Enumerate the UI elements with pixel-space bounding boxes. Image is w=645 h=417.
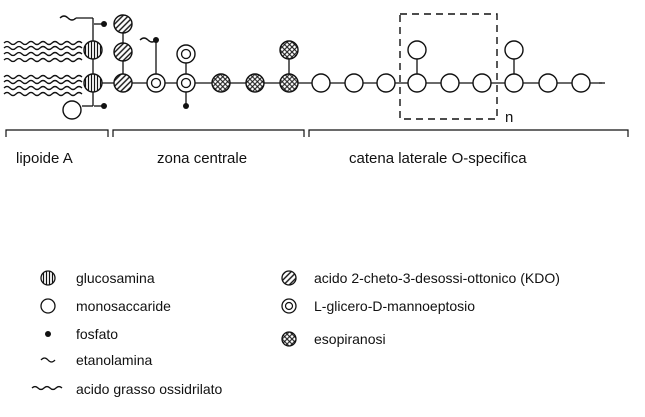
monosaccharide-residue bbox=[62, 100, 82, 120]
kdo-residue bbox=[113, 14, 133, 34]
monosaccharide-residue bbox=[344, 73, 364, 93]
section-label-core: zona centrale bbox=[157, 150, 247, 167]
hexose-residue bbox=[279, 73, 299, 93]
legend-monosaccharide-icon bbox=[40, 298, 56, 314]
legend-fatty-acid-icon bbox=[31, 385, 63, 391]
core-bracket bbox=[112, 129, 305, 137]
legend-heptose-icon bbox=[281, 298, 297, 314]
monosaccharide-residue bbox=[472, 73, 492, 93]
monosaccharide-residue bbox=[407, 73, 427, 93]
legend-ethanolamine-label: etanolamina bbox=[76, 352, 152, 368]
fatty-acid-chains bbox=[3, 15, 94, 107]
legend-glucosamine-icon bbox=[40, 270, 56, 286]
monosaccharide-residue bbox=[407, 40, 427, 60]
legend-phosphate-icon bbox=[45, 331, 51, 337]
monosaccharide-residue bbox=[376, 73, 396, 93]
legend-ethanolamine-icon bbox=[40, 357, 56, 363]
monosaccharide-residue bbox=[440, 73, 460, 93]
legend-hexose-icon bbox=[281, 331, 297, 347]
legend-heptose-label: L-glicero-D-mannoeptosio bbox=[314, 298, 475, 314]
legend-phosphate-label: fosfato bbox=[76, 326, 118, 342]
section-label-o-chain: catena laterale O-specifica bbox=[349, 150, 527, 167]
hexose-residue bbox=[279, 40, 299, 60]
legend: glucosamina monosaccaride fosfato etanol… bbox=[31, 270, 560, 397]
heptose-residue bbox=[176, 73, 196, 93]
lipid-a-bracket bbox=[5, 129, 109, 137]
monosaccharide-residue bbox=[311, 73, 331, 93]
hexose-residue bbox=[211, 73, 231, 93]
monosaccharide-residue bbox=[504, 40, 524, 60]
monosaccharide-residue bbox=[571, 73, 591, 93]
phosphate-dot bbox=[101, 21, 107, 27]
o-chain-bracket bbox=[308, 129, 629, 137]
legend-monosaccharide-label: monosaccaride bbox=[76, 298, 171, 314]
hexose-residue bbox=[245, 73, 265, 93]
heptose-residue bbox=[146, 73, 166, 93]
glucosamine-residue bbox=[83, 73, 103, 93]
phosphate-dot bbox=[183, 103, 189, 109]
repeat-unit-box bbox=[399, 13, 498, 120]
glucosamine-residue bbox=[83, 40, 103, 60]
kdo-residue bbox=[113, 42, 133, 62]
heptose-residue bbox=[176, 44, 196, 64]
legend-hexose-label: esopiranosi bbox=[314, 331, 386, 347]
legend-glucosamine-label: glucosamina bbox=[76, 270, 155, 286]
legend-fatty-acid-label: acido grasso ossidrilato bbox=[76, 381, 223, 397]
monosaccharide-residue bbox=[504, 73, 524, 93]
legend-kdo-icon bbox=[281, 270, 297, 286]
legend-kdo-label: acido 2-cheto-3-desossi-ottonico (KDO) bbox=[314, 270, 560, 286]
repeat-unit-label: n bbox=[505, 109, 513, 126]
monosaccharide-residue bbox=[538, 73, 558, 93]
kdo-residue bbox=[113, 73, 133, 93]
phosphate-dot bbox=[101, 103, 107, 109]
phosphate-dot bbox=[153, 37, 159, 43]
section-label-lipid-a: lipoide A bbox=[16, 150, 73, 167]
